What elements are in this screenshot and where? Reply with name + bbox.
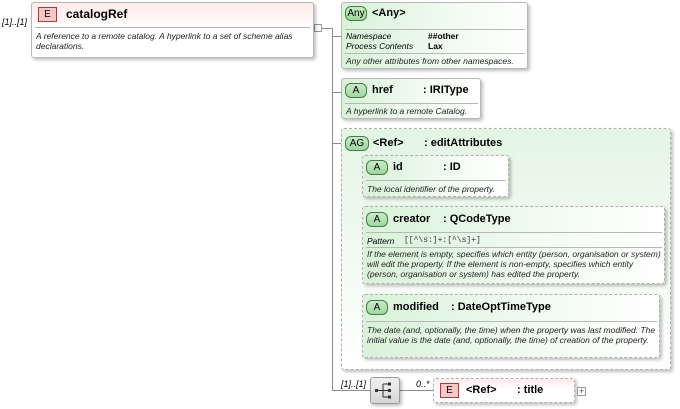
connector-any xyxy=(332,36,341,37)
connector-seq xyxy=(332,390,370,391)
any-process-label: Process Contents xyxy=(346,41,414,51)
href-doc: A hyperlink to a remote Catalog. xyxy=(346,106,468,116)
any-namespace-value: ##other xyxy=(428,31,459,41)
separator xyxy=(366,247,662,248)
modified-name: modified xyxy=(393,301,439,313)
root-element-box[interactable]: E catalogRef A reference to a remote cat… xyxy=(31,2,314,58)
expand-icon: + xyxy=(578,386,585,396)
connector-href xyxy=(332,92,341,93)
modified-attribute-box[interactable]: A modified : DateOptTimeType The date (a… xyxy=(362,294,660,358)
separator xyxy=(366,180,506,181)
root-element-name: catalogRef xyxy=(66,7,128,21)
group-type: : editAttributes xyxy=(424,137,503,149)
attribute-badge: A xyxy=(366,160,388,175)
creator-pattern-value: [[^\s:]+:[^\s]+] xyxy=(404,236,481,245)
expand-button[interactable]: + xyxy=(577,387,586,396)
title-ref-name: <Ref> xyxy=(466,384,497,396)
id-attribute-box[interactable]: A id : ID The local identifier of the pr… xyxy=(362,155,509,197)
sequence-multiplicity: [1]..[1] xyxy=(341,379,367,389)
connector-knob xyxy=(314,24,322,32)
sequence-compositor[interactable] xyxy=(370,377,400,404)
separator xyxy=(345,53,525,54)
title-type: : title xyxy=(517,384,544,396)
any-badge: Any xyxy=(345,6,367,21)
separator xyxy=(345,103,478,104)
root-element-doc: A reference to a remote catalog. A hyper… xyxy=(36,31,293,51)
any-process-value: Lax xyxy=(428,41,443,51)
element-badge: E xyxy=(38,7,57,22)
attribute-badge: A xyxy=(366,300,388,315)
id-doc: The local identifier of the property. xyxy=(367,184,495,194)
creator-name: creator xyxy=(393,213,431,225)
any-name: <Any> xyxy=(372,7,406,19)
href-name: href xyxy=(372,84,393,96)
sequence-icon xyxy=(375,382,391,399)
connector-group xyxy=(332,143,341,144)
title-multiplicity: 0..* xyxy=(416,379,430,389)
attribute-badge: A xyxy=(345,83,367,98)
href-type: : IRIType xyxy=(423,84,469,96)
creator-type: : QCodeType xyxy=(443,213,511,225)
separator xyxy=(35,27,310,28)
connector-seq-child xyxy=(400,390,433,391)
modified-type: : DateOptTimeType xyxy=(451,301,551,313)
modified-doc: The date (and, optionally, the time) whe… xyxy=(367,325,656,345)
attribute-group-badge: AG xyxy=(345,136,369,151)
any-doc: Any other attributes from other namespac… xyxy=(346,56,514,66)
title-element-box[interactable]: E <Ref> : title xyxy=(433,378,575,403)
element-badge: E xyxy=(440,383,459,398)
any-attribute-box[interactable]: Any <Any> Namespace ##other Process Cont… xyxy=(341,2,528,69)
separator xyxy=(366,232,662,233)
id-type: : ID xyxy=(443,161,461,173)
creator-doc: If the element is empty, specifies which… xyxy=(367,249,661,279)
href-attribute-box[interactable]: A href : IRIType A hyperlink to a remote… xyxy=(341,78,481,119)
any-namespace-label: Namespace xyxy=(346,31,392,41)
group-ref-name: <Ref> xyxy=(373,137,404,149)
creator-pattern-label: Pattern xyxy=(367,236,395,246)
id-name: id xyxy=(393,161,403,173)
root-multiplicity: [1]..[1] xyxy=(2,17,28,27)
connector-root-h xyxy=(314,28,332,29)
creator-attribute-box[interactable]: A creator : QCodeType Pattern [[^\s:]+:[… xyxy=(362,206,665,284)
attribute-badge: A xyxy=(366,212,388,227)
separator xyxy=(366,321,657,322)
connector-trunk xyxy=(332,28,333,390)
separator xyxy=(345,29,525,30)
